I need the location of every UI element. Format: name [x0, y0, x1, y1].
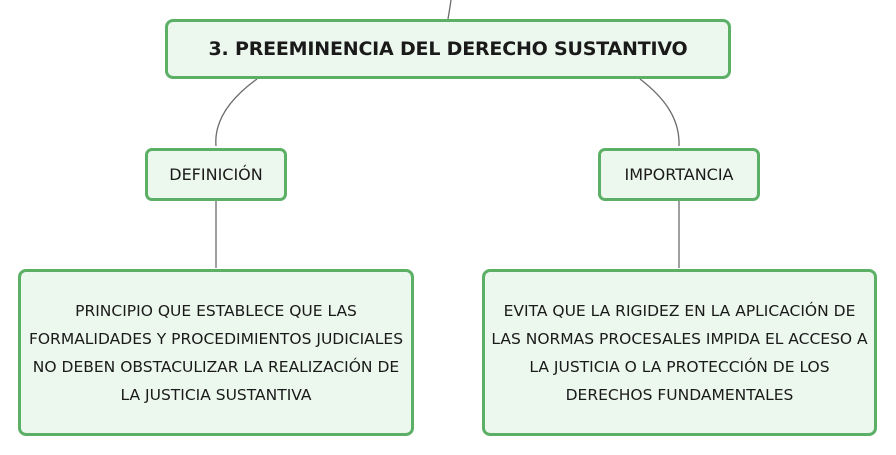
importancia-label: IMPORTANCIA — [624, 165, 734, 184]
importancia-node[interactable]: IMPORTANCIA — [598, 148, 760, 201]
connector-root-to-definicion — [215, 78, 258, 147]
definicion-node[interactable]: DEFINICIÓN — [145, 148, 287, 201]
connector-root-to-importancia — [639, 78, 680, 147]
definicion-detail-node[interactable]: PRINCIPIO QUE ESTABLECE QUE LAS FORMALID… — [18, 269, 414, 436]
definicion-label: DEFINICIÓN — [169, 165, 263, 184]
connector-parent-to-root — [447, 0, 452, 20]
importancia-detail-node[interactable]: EVITA QUE LA RIGIDEZ EN LA APLICACIÓN DE… — [482, 269, 877, 436]
root-topic-label: 3. PREEMINENCIA DEL DERECHO SUSTANTIVO — [208, 38, 688, 60]
root-topic-node[interactable]: 3. PREEMINENCIA DEL DERECHO SUSTANTIVO — [165, 19, 731, 79]
definicion-detail-text: PRINCIPIO QUE ESTABLECE QUE LAS FORMALID… — [28, 301, 404, 404]
importancia-detail-text: EVITA QUE LA RIGIDEZ EN LA APLICACIÓN DE… — [491, 301, 868, 404]
